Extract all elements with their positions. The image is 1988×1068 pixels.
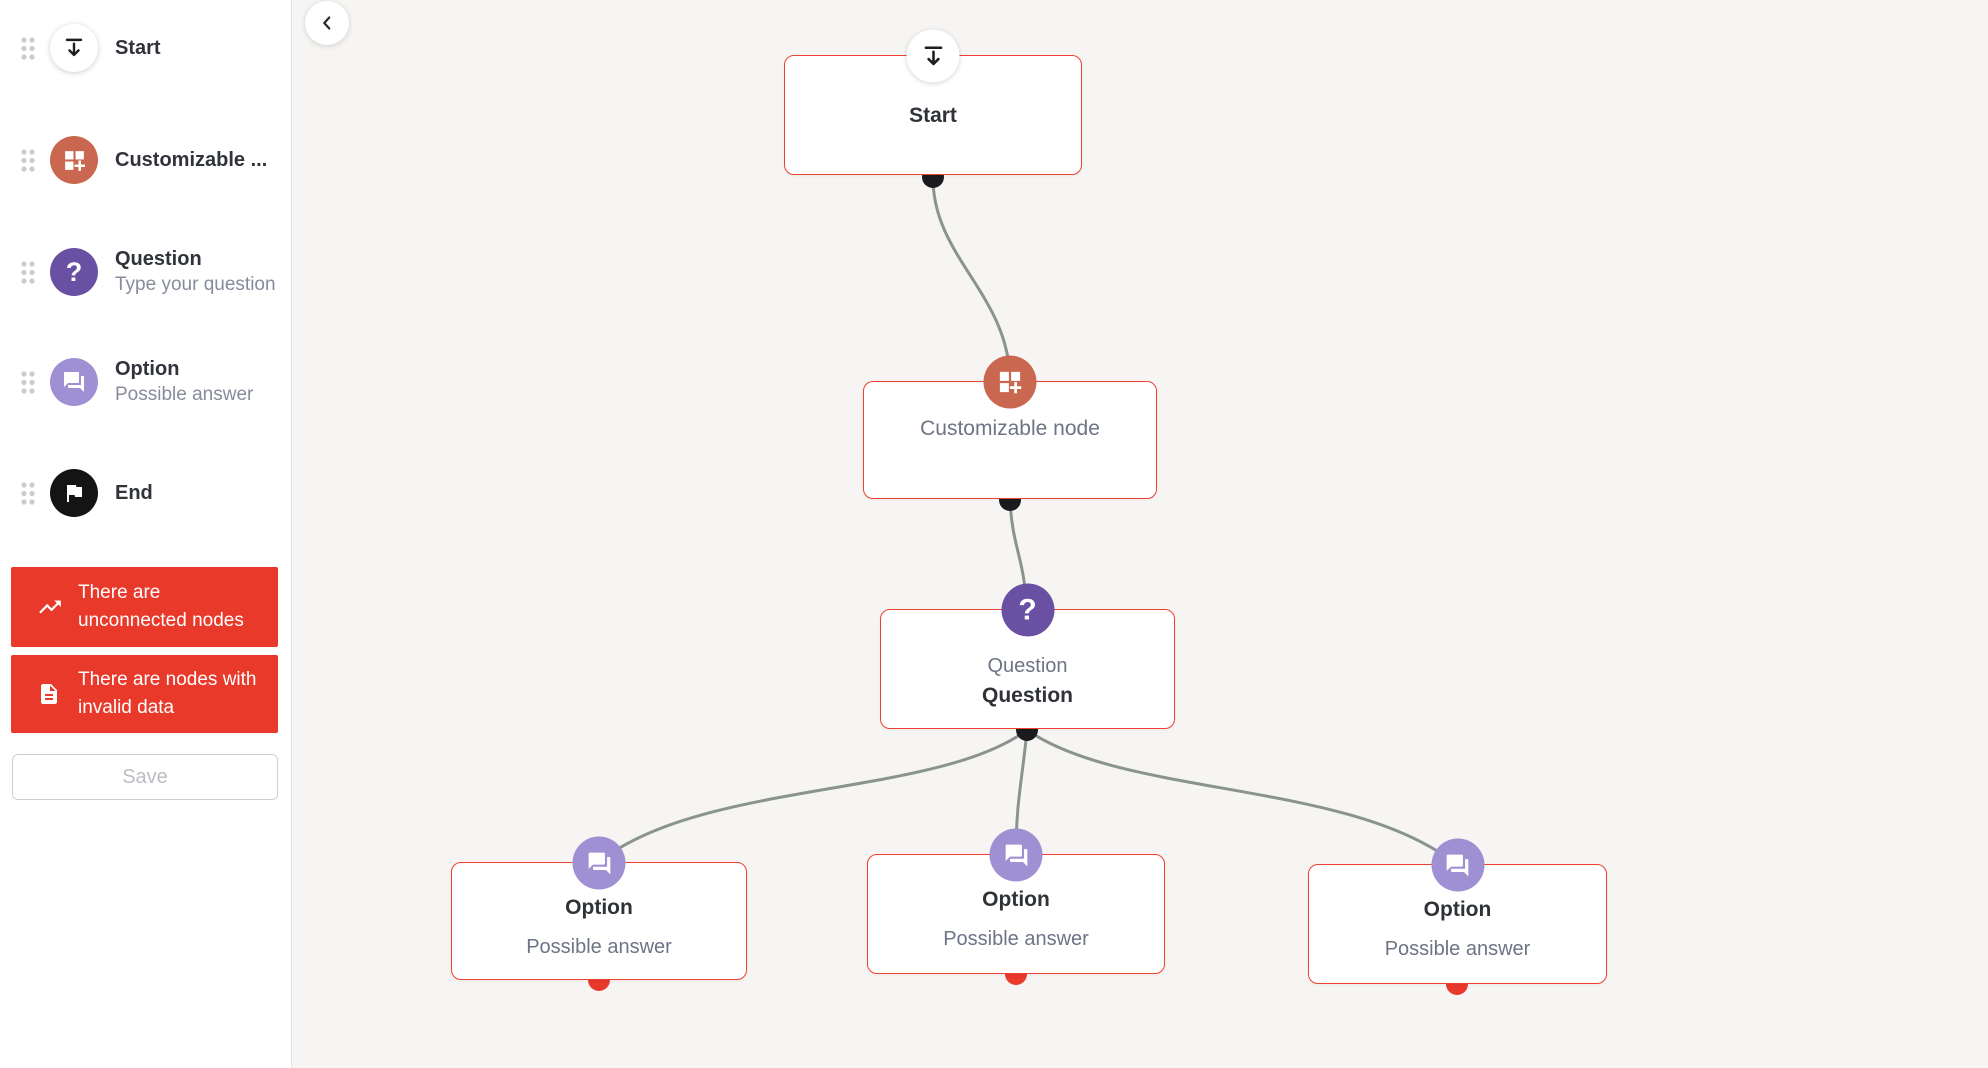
question-mark-icon: ? (1001, 583, 1054, 637)
palette-item-question[interactable]: ? Question Type your question (0, 246, 291, 298)
node-option-1[interactable]: Option Possible answer (451, 836, 747, 980)
customizable-grid-plus-icon (50, 136, 98, 184)
node-start-title: Start (909, 104, 957, 127)
palette-item-end[interactable]: End (0, 469, 291, 517)
palette-item-title: Customizable ... (115, 149, 268, 171)
warning-invalid-data: There are nodes with invalid data (11, 655, 278, 733)
warning-unconnected-nodes: There are unconnected nodes (11, 567, 278, 647)
drag-handle-icon[interactable] (20, 481, 36, 506)
flag-icon (50, 469, 98, 517)
chat-bubbles-icon (989, 828, 1043, 882)
node-question-type-label: Question (987, 655, 1068, 677)
node-start[interactable]: Start (784, 29, 1082, 175)
start-drop-arrow-icon (50, 24, 98, 72)
palette-item-title: End (115, 482, 153, 504)
save-button[interactable]: Save (12, 754, 278, 800)
collapse-sidebar-button[interactable] (305, 1, 349, 45)
palette-item-customizable[interactable]: Customizable ... (0, 136, 291, 184)
node-customizable-label: Customizable node (920, 417, 1100, 440)
node-question-title: Question (981, 684, 1073, 707)
palette-item-subtitle: Possible answer (115, 384, 254, 405)
warning-text: There are nodes with invalid data (78, 669, 257, 718)
edge-start-to-customizable (931, 176, 1012, 384)
edge-question-to-option3 (1025, 728, 1459, 867)
palette-item-title: Start (115, 37, 161, 59)
drag-handle-icon[interactable] (20, 260, 36, 285)
chevron-left-icon (323, 16, 331, 30)
start-drop-arrow-icon (906, 29, 960, 83)
node-customizable[interactable]: Customizable node (863, 355, 1157, 499)
chat-bubbles-icon (572, 836, 626, 890)
drag-handle-icon[interactable] (20, 370, 36, 395)
node-question[interactable]: ? Question Question (880, 583, 1175, 729)
drag-handle-icon[interactable] (20, 148, 36, 173)
node-option-subtitle: Possible answer (526, 936, 672, 958)
question-mark-icon: ? (50, 248, 98, 296)
palette-item-option[interactable]: Option Possible answer (0, 356, 291, 408)
customizable-grid-plus-icon (983, 355, 1037, 409)
palette-item-subtitle: Type your question (115, 274, 276, 295)
trending-up-icon (37, 594, 63, 620)
node-option-title: Option (982, 888, 1050, 911)
node-option-2[interactable]: Option Possible answer (867, 828, 1165, 974)
palette-item-title: Question (115, 248, 202, 270)
chat-bubbles-icon (50, 358, 98, 406)
warning-text: There are unconnected nodes (78, 582, 244, 631)
node-option-title: Option (1423, 898, 1492, 921)
node-option-subtitle: Possible answer (943, 928, 1089, 950)
node-palette-sidebar: Start Customizable ... (0, 0, 292, 1068)
palette-item-title: Option (115, 358, 180, 380)
edge-question-to-option1 (597, 728, 1029, 864)
palette-item-start[interactable]: Start (0, 24, 291, 72)
node-option-title: Option (565, 896, 633, 919)
drag-handle-icon[interactable] (20, 36, 36, 61)
document-icon (37, 682, 63, 706)
node-option-subtitle: Possible answer (1384, 938, 1531, 960)
node-option-3[interactable]: Option Possible answer (1308, 838, 1607, 984)
chat-bubbles-icon (1431, 838, 1484, 892)
